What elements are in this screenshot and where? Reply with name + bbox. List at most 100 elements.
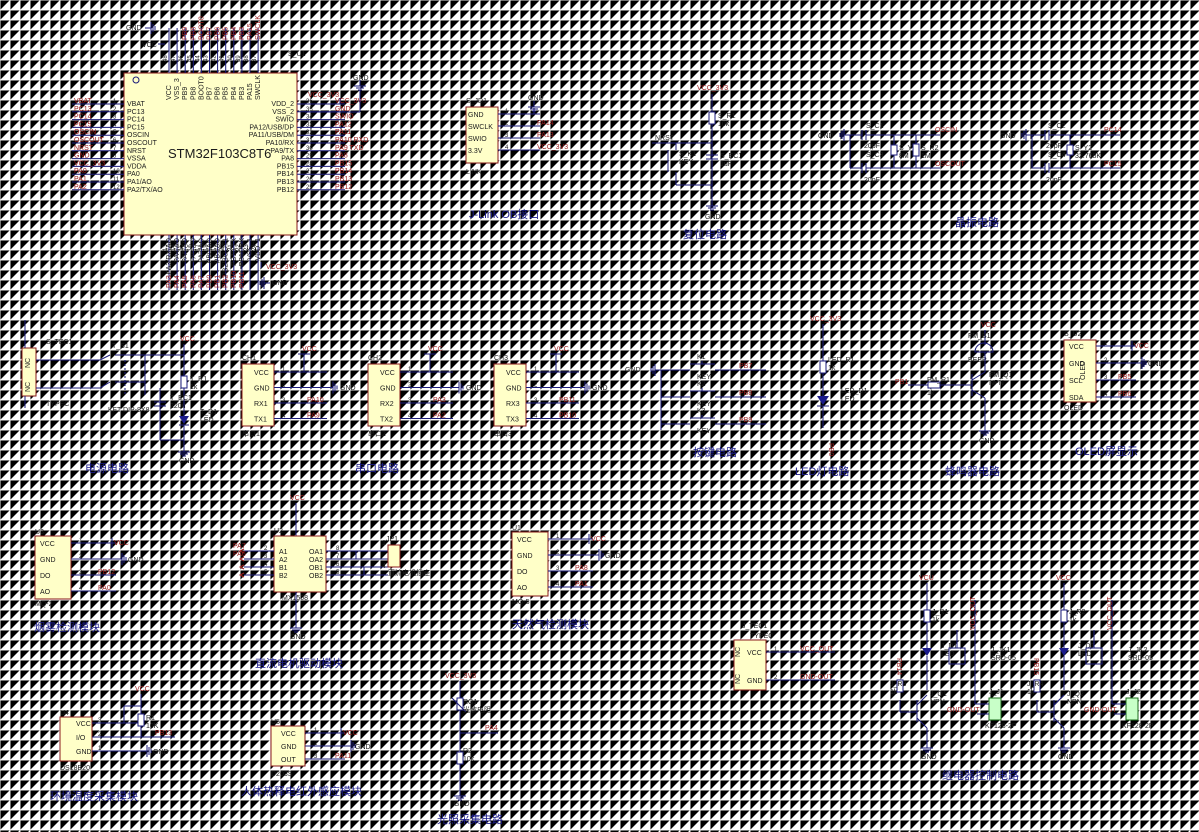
mcu-pin-name: PC14 bbox=[127, 117, 145, 124]
uart-body bbox=[367, 363, 401, 427]
mcu-pin-num: 11 bbox=[113, 177, 120, 183]
uart-pin-num: 2 bbox=[534, 383, 538, 389]
key-val: KEY bbox=[697, 401, 711, 408]
uart-vcc-label: VCC bbox=[428, 346, 443, 353]
oled-pins-gnd-label: GND bbox=[1148, 361, 1164, 368]
power-conn-ref: S_TEC1 bbox=[46, 339, 73, 346]
xtal-c1v: 20pF bbox=[864, 143, 880, 150]
buzzer-gnd: GND bbox=[979, 438, 995, 445]
mcu-pin-name: PA11/USB/DM bbox=[249, 132, 294, 139]
motor-vcc: VCC bbox=[290, 495, 305, 502]
mcu-pin-name: BOOT0 bbox=[198, 76, 205, 100]
gas-body bbox=[511, 531, 549, 597]
gas-name: MQ-5 bbox=[512, 599, 530, 606]
relay-terminal bbox=[988, 697, 1002, 721]
uart-pin-name: VCC bbox=[506, 370, 521, 377]
mcu-net-label: PB8 bbox=[190, 27, 197, 40]
led-vcc: VCC_3V3 bbox=[810, 316, 841, 323]
xtal-gnd-2: GND bbox=[1000, 133, 1016, 140]
power-led-ref: T_D1 bbox=[200, 409, 217, 416]
mcu-pin-num: 31 bbox=[306, 138, 313, 144]
xtal-c1: S_C1 bbox=[866, 123, 884, 130]
motor-pin-num: 4 bbox=[264, 562, 268, 568]
relay-k-ref: J_JK1 bbox=[991, 647, 1011, 654]
led-d-val: LED bbox=[841, 396, 855, 403]
mcu-net-label: OSCIN bbox=[74, 129, 96, 136]
mcu-pin-num: 15 bbox=[179, 244, 185, 251]
oled-pins-pin-num: 4 bbox=[1104, 392, 1108, 398]
buzzer-r-val: 1k bbox=[927, 390, 935, 397]
key-net-label: PB7 bbox=[739, 363, 752, 370]
key-ref: K1 bbox=[697, 354, 706, 361]
smoke-pins-pin-num: 4 bbox=[79, 586, 83, 592]
xtal-y1v: 8M bbox=[899, 153, 909, 160]
smoke-pins-gnd-label: GND bbox=[128, 557, 144, 564]
pir-pin-num: 2 bbox=[314, 741, 318, 747]
mcu-pin-name: PA6/AO bbox=[190, 237, 197, 262]
xtal-c3: S_C3 bbox=[866, 152, 884, 159]
reset-block: VCC_3V3 S_R1 10k NRST S_K1 KEY S_EC1 1uF… bbox=[652, 85, 742, 241]
caption-relay: 继电器控制电路 bbox=[942, 768, 1019, 782]
mcu-net-label: PB5 bbox=[223, 27, 230, 40]
mcu-pin-num: 35 bbox=[306, 107, 313, 113]
mcu-pin-name: PB9 bbox=[182, 87, 189, 100]
mcu-pin-num: 2 bbox=[113, 107, 117, 113]
mcu-net-label: PB2 bbox=[223, 275, 230, 288]
uart-ref: CH3 bbox=[494, 355, 508, 362]
mcu-pin-num: 20 bbox=[220, 244, 226, 251]
mcu-pin-name: PC13 bbox=[127, 109, 145, 116]
jlink-body bbox=[465, 106, 499, 164]
jlink-pin-num: 4 bbox=[505, 145, 509, 151]
relay-gnd-label: GND bbox=[921, 754, 937, 761]
mcu-pin-num: 4 bbox=[113, 122, 117, 128]
pir-pin-name: VCC bbox=[281, 731, 296, 738]
mcu-pin-num: 6 bbox=[113, 138, 117, 144]
relay-led-ref: J_D2 bbox=[1078, 643, 1094, 650]
smoke-pins-pin-name: AO bbox=[40, 589, 51, 596]
mcu-pin-name: PA4/AO bbox=[174, 237, 181, 262]
mcu-pin-num: 43 bbox=[204, 55, 210, 62]
relay-conn-ref: J_TEC1 bbox=[742, 623, 767, 630]
mcu-net-label: PB10 bbox=[231, 271, 238, 288]
xtal-c2v: 20pF bbox=[1046, 143, 1062, 150]
keys-gnd: GND bbox=[625, 367, 641, 374]
mcu-pin-name: PB8 bbox=[190, 87, 197, 100]
gas-pins-gnd-label: GND bbox=[605, 553, 621, 560]
reset-key-ref: S_K1 bbox=[679, 151, 696, 158]
relay-conn-pin-name: GND bbox=[747, 678, 763, 685]
relay-j-val: KF128-2P bbox=[985, 723, 1017, 730]
mcu-net-label: SWIO bbox=[335, 114, 354, 121]
temp-body bbox=[59, 716, 93, 762]
relay-gout-label: GND-OUT bbox=[947, 707, 980, 714]
uart-pin-name: RX3 bbox=[506, 401, 520, 408]
motor-conn-ref: JP1 bbox=[386, 536, 398, 543]
uart-net-label: PA2 bbox=[433, 413, 446, 420]
mcu-pin-name: PB6 bbox=[215, 87, 222, 100]
mcu-pin-name: VSS_1 bbox=[247, 238, 254, 260]
light-rg-ref: RG1 bbox=[463, 699, 478, 706]
motor-name: MX1508 bbox=[282, 595, 308, 602]
mcu-net-label: PB7 bbox=[207, 27, 214, 40]
pir-vcc-label: VCC bbox=[343, 730, 358, 737]
relay-nc-1: NC bbox=[735, 647, 742, 657]
motor-net-label: PA6 bbox=[233, 551, 246, 558]
mcu-pin-name: PB12 bbox=[277, 187, 294, 194]
reset-c-ref: S_EC1 bbox=[720, 153, 742, 160]
smoke-body bbox=[34, 535, 72, 600]
oled-name: OLED bbox=[1064, 405, 1083, 412]
jlink-ref: S_JD1 bbox=[466, 98, 487, 105]
caption-temp: 环境温度采集模块 bbox=[50, 789, 138, 803]
mcu-net-label: PA1 bbox=[74, 176, 87, 183]
mcu-pin-name: VSS_2 bbox=[272, 109, 294, 116]
mcu-net-label: VBAT bbox=[74, 98, 92, 105]
relay-conn-body bbox=[733, 639, 767, 691]
caption-gas: 天然气检测模块 bbox=[512, 617, 589, 631]
mcu-pin-name: VSS_3 bbox=[174, 78, 181, 100]
relay-q-val: NPN bbox=[930, 699, 945, 706]
mcu-pin-name: VDD_2 bbox=[271, 101, 294, 108]
caption-jlink: J-Link OB接口 bbox=[469, 208, 539, 221]
jlink-pin-name: SWCLK bbox=[468, 124, 493, 131]
